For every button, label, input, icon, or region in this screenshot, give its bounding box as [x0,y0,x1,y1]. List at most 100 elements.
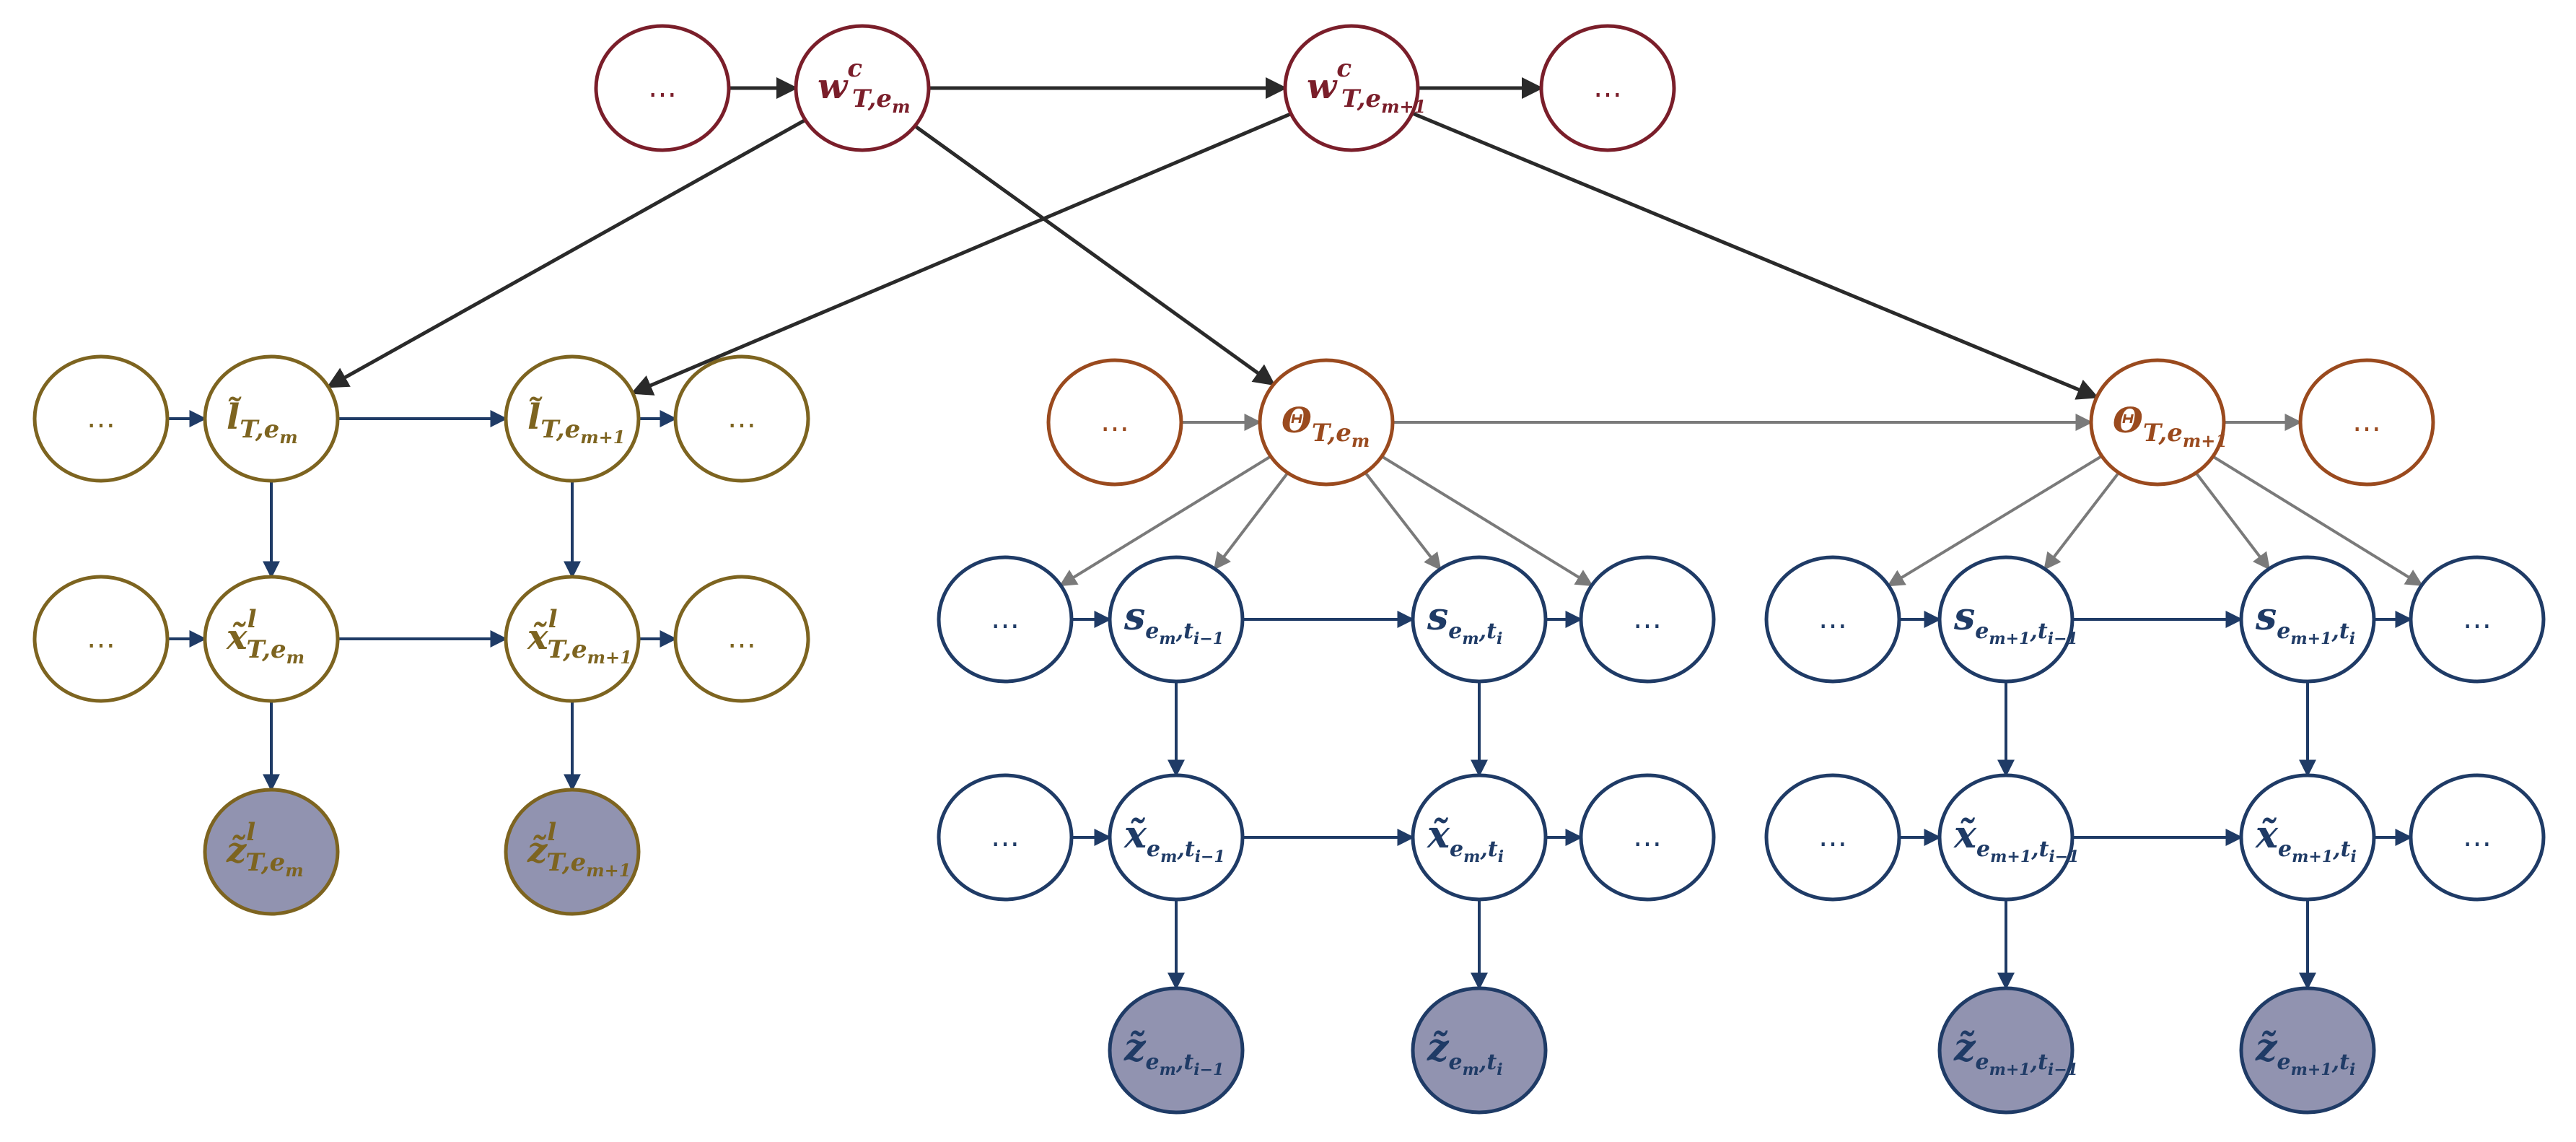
node-circle [203,788,340,916]
label-sup: l [246,818,255,847]
label-sub2: ,t [1175,619,1193,644]
node-circle [2239,773,2376,902]
label-sub2: ,t [2331,619,2349,644]
node-l-em1: l̃T,em+1 [504,354,641,483]
node-circle [1411,986,1548,1115]
label-sub: e [1448,619,1462,644]
node-label: x̃em,ti−1 [1123,813,1225,866]
node-circle [1764,555,1901,684]
label-main: w [1307,66,1338,107]
node-label: … [2352,405,2381,438]
node-zB-2: z̃em+1,ti [2239,986,2376,1115]
label-sub: T,e [247,635,286,664]
label-main: Θ [1282,401,1312,441]
node-label: ΘT,em [1282,401,1370,451]
label-sup: l [547,818,556,847]
node-zB-1: z̃em+1,ti−1 [1937,986,2078,1115]
node-th-prev: … [1046,358,1183,487]
label-sub: T,e [1312,419,1351,448]
label-main: s [1123,595,1145,639]
label-sub: T,e [245,848,285,877]
node-label: … [1818,602,1847,635]
node-circle [203,354,340,483]
label-main: s [1953,595,1975,639]
node-circle [2298,358,2435,487]
node-circle [2409,773,2546,902]
node-circle [504,788,641,916]
edge-w-em-to-th-em [914,124,1276,386]
node-xA-next: … [1579,773,1716,902]
node-circle [1937,773,2075,902]
label-sub: T,e [852,84,892,113]
node-l-prev: … [32,354,170,483]
node-xA-prev: … [937,773,1074,902]
node-label: … [648,71,677,104]
label-sub2: ,t [2332,837,2350,862]
label-subsub: m+1 [2292,847,2333,866]
label-main: x̃ [1953,813,1977,857]
node-label: … [1593,71,1622,104]
label-sub2: ,t [1478,619,1497,644]
node-circle [1937,986,2075,1115]
label-subsub: m [1351,430,1370,451]
node-xl-next: … [673,575,810,703]
node-label: z̃em+1,ti−1 [1953,1026,2078,1079]
label-main: z̃ [1427,1026,1450,1070]
node-xB-prev: … [1764,773,1901,902]
edges-layer [167,77,2424,990]
label-subsub2: i−1 [1193,629,1224,648]
label-subsub2: i [2349,1060,2355,1079]
label-main: z̃ [2255,1026,2278,1070]
edge-th-em1-to-sB-prev [1887,455,2103,587]
node-th-em: ΘT,em [1258,358,1395,487]
node-xA-2: x̃em,ti [1411,773,1548,902]
label-sup: l [247,605,257,634]
node-circle [1579,555,1716,684]
label-sub: e [2277,619,2290,644]
node-circle [1046,358,1183,487]
node-circle [2089,358,2226,487]
node-label: … [1818,820,1847,853]
node-circle [203,575,340,703]
node-label: … [991,602,1020,635]
label-subsub: m [1463,847,1480,866]
node-circle [937,773,1074,902]
node-label: z̃em+1,ti [2255,1026,2355,1079]
label-sub2: ,t [2029,619,2047,644]
label-main: s [1427,595,1448,639]
label-subsub2: i [1497,629,1502,648]
label-sub2: ,t [1479,837,1497,862]
label-subsub: m [1159,629,1175,648]
node-circle [1411,773,1548,902]
label-sub2: ,t [1175,1050,1193,1075]
label-sup: c [847,54,862,83]
label-sub: e [1147,837,1160,862]
node-sB-prev: … [1764,555,1901,684]
label-sub: T,e [1341,84,1381,113]
label-subsub: m+1 [1381,96,1426,117]
label-subsub: m+1 [1990,847,2031,866]
label-sub: e [1976,1050,1989,1075]
node-zA-1: z̃em,ti−1 [1108,986,1245,1115]
label-subsub: m+1 [2291,1060,2332,1079]
label-subsub2: i−1 [2048,629,2078,648]
node-circle [673,354,810,483]
label-subsub: m [1463,1060,1479,1079]
node-label: … [2463,602,2492,635]
label-sub: T,e [546,848,586,877]
node-label: … [727,401,756,435]
node-label: z̃em,ti−1 [1123,1026,1224,1079]
label-subsub: m+1 [580,427,625,448]
node-sB-1: sem+1,ti−1 [1937,555,2078,684]
node-circle [794,24,931,152]
label-subsub2: i−1 [1193,1060,1224,1079]
label-main: s [2255,595,2277,639]
label-main: x̃ [226,617,248,658]
node-label: … [727,622,756,655]
